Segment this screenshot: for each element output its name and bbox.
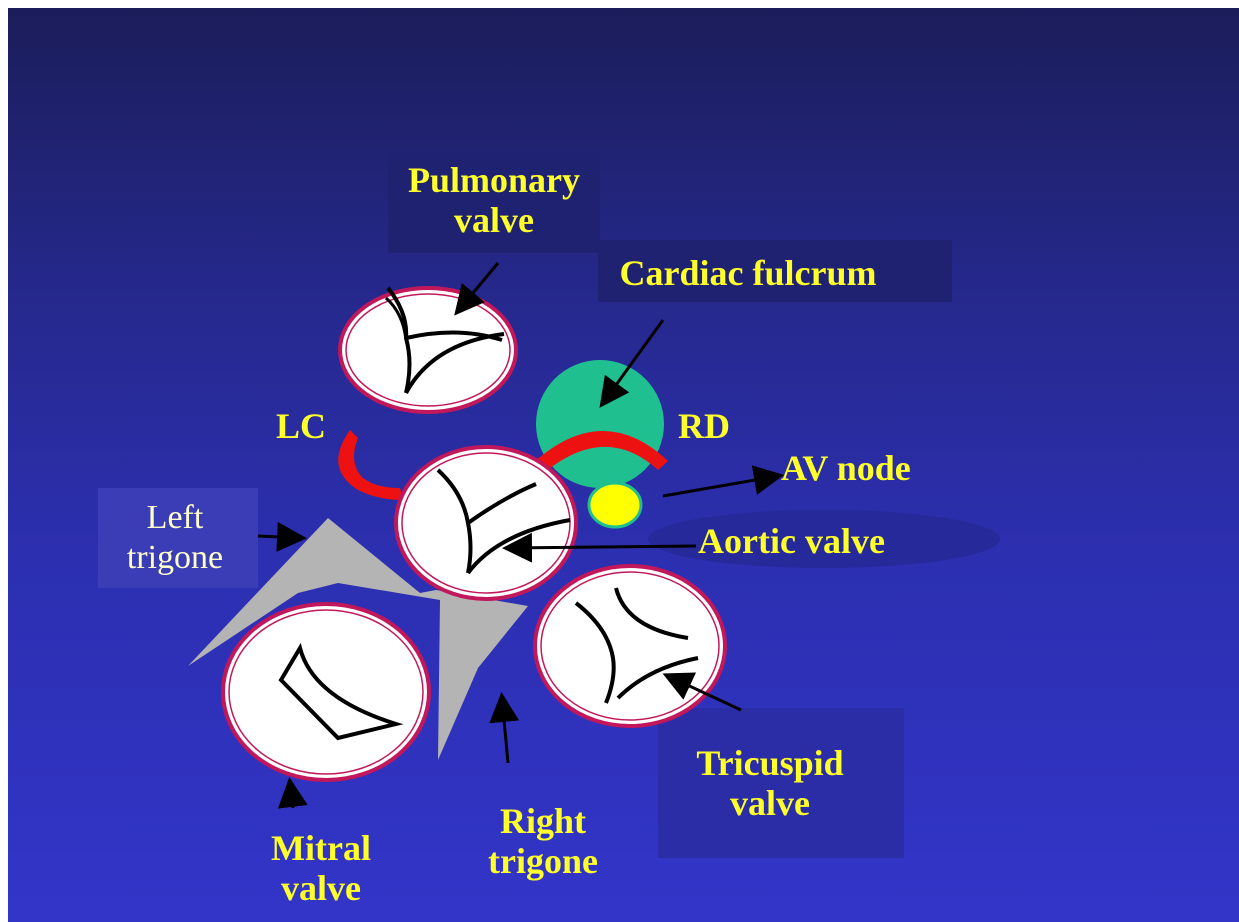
slide-background: Pulmonary valve Cardiac fulcrum LC RD AV… — [8, 8, 1239, 922]
right-trigone-arrow — [502, 698, 508, 763]
pulmonary-label: Pulmonary valve — [388, 160, 600, 240]
lc-label: LC — [276, 406, 326, 446]
mitral-label-line2: valve — [246, 868, 396, 908]
tricuspid-valve-icon — [535, 566, 725, 726]
pulmonary-label-line1: Pulmonary — [388, 160, 600, 200]
aortic-valve-label: Aortic valve — [698, 521, 885, 561]
cardiac-fulcrum-circle — [536, 360, 664, 488]
mitral-arrow — [290, 783, 293, 808]
tricuspid-label: Tricuspid valve — [670, 743, 870, 823]
pulmonary-label-line2: valve — [388, 200, 600, 240]
av-node-arrow — [663, 476, 778, 496]
mitral-label: Mitral valve — [246, 828, 396, 908]
left-trigone-label-line1: Left — [100, 498, 250, 538]
mitral-valve-icon — [223, 604, 429, 780]
aortic-valve-icon — [396, 447, 576, 599]
pulmonary-valve-icon — [340, 288, 516, 412]
rd-label: RD — [678, 406, 730, 446]
tricuspid-label-line1: Tricuspid — [670, 743, 870, 783]
cardiac-fulcrum-label: Cardiac fulcrum — [598, 253, 898, 293]
mitral-label-line1: Mitral — [246, 828, 396, 868]
right-trigone-label-line1: Right — [463, 801, 623, 841]
av-node-label: AV node — [781, 448, 911, 488]
left-trigone-label-line2: trigone — [100, 538, 250, 578]
tricuspid-label-line2: valve — [670, 783, 870, 823]
left-trigone-arrow — [258, 536, 301, 538]
heart-skeleton-diagram — [8, 8, 1239, 922]
right-trigone-label: Right trigone — [463, 801, 623, 881]
aortic-arrow — [508, 546, 696, 548]
av-node — [589, 483, 641, 527]
right-trigone-label-line2: trigone — [463, 841, 623, 881]
lc-arc — [338, 430, 403, 500]
left-trigone-label: Left trigone — [100, 498, 250, 578]
